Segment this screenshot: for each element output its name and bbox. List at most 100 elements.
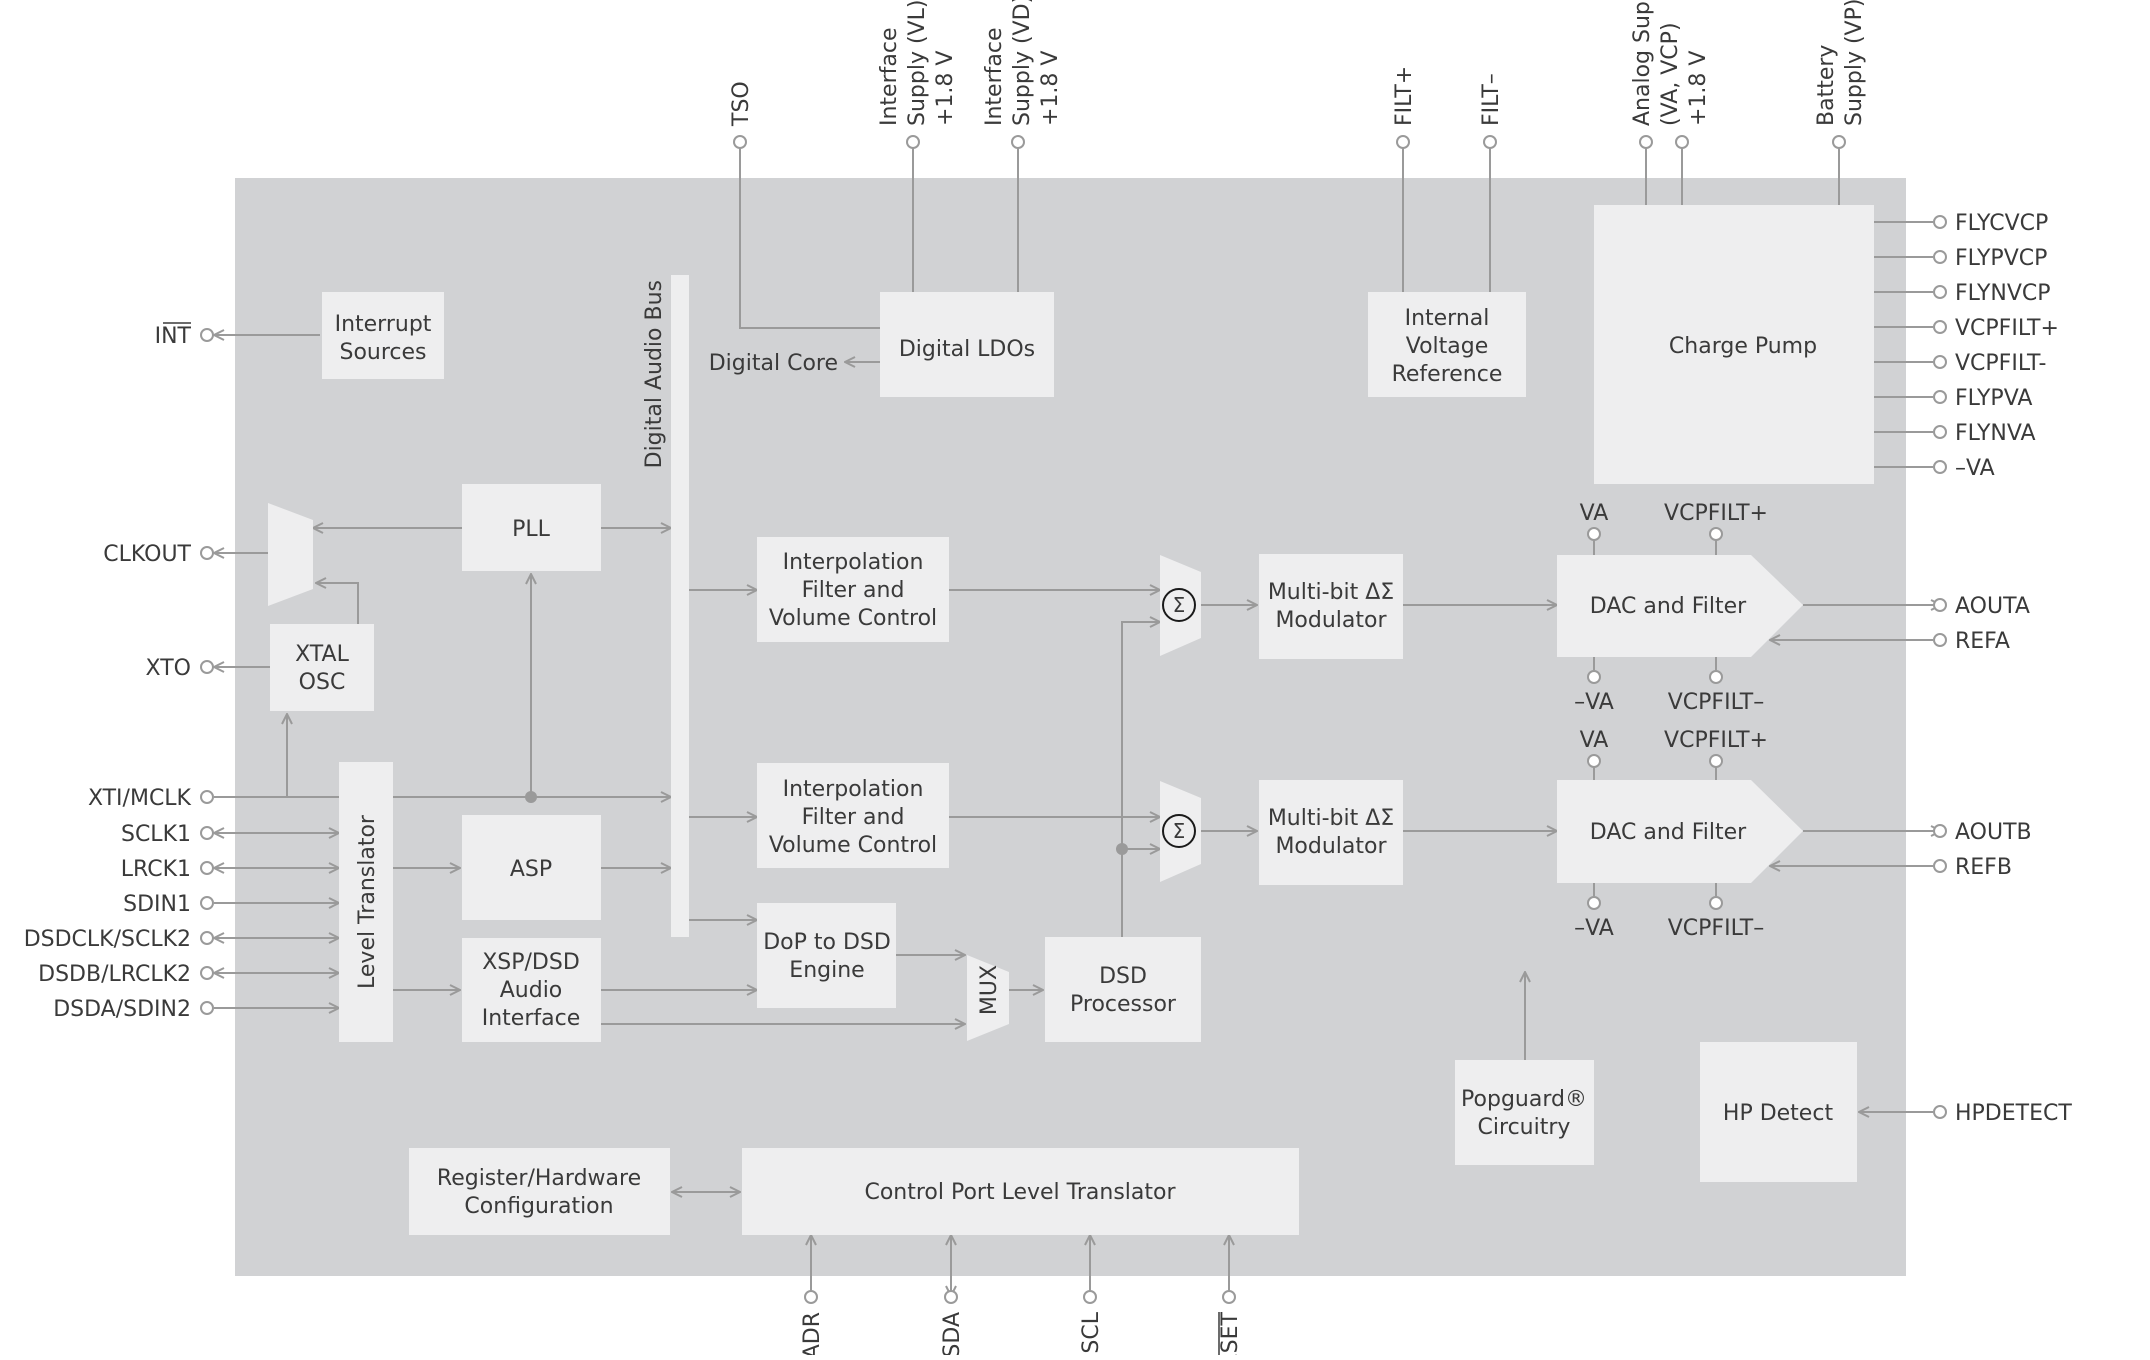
pin-adr xyxy=(804,1290,818,1304)
pin-sclk1 xyxy=(200,826,214,840)
pin-dsdclk-label: DSDCLK/SCLK2 xyxy=(24,927,191,952)
pin-analog-label-2: (VA, VCP) xyxy=(1658,22,1683,126)
interp-a-label-3: Volume Control xyxy=(769,606,937,631)
modulator-b-block xyxy=(1259,780,1403,885)
mod-b-label-1: Multi-bit ΔΣ xyxy=(1268,806,1394,831)
pin-vcpfilt-m-label: VCPFILT- xyxy=(1955,351,2046,376)
charge-pump-block xyxy=(1594,205,1874,484)
pin-int-label: INT xyxy=(155,324,192,349)
pin-vl-label-2: Supply (VL) xyxy=(905,0,930,126)
reg-hw-label-2: Configuration xyxy=(464,1194,613,1219)
pin-aoutb xyxy=(1933,824,1947,838)
digital-ldos-block xyxy=(880,292,1054,397)
wire-xtal-mux xyxy=(316,583,359,624)
summer-a-circle xyxy=(1162,588,1196,622)
pin-flypva xyxy=(1933,390,1947,404)
pin-refa xyxy=(1933,633,1947,647)
pin-flynvcp xyxy=(1933,285,1947,299)
interpolation-filter-b-block xyxy=(757,763,949,868)
pin-int xyxy=(200,328,214,342)
popguard-circuitry-block xyxy=(1455,1060,1594,1165)
register-hardware-configuration-block xyxy=(409,1148,670,1235)
pin-flycvcp-label: FLYCVCP xyxy=(1955,211,2048,236)
dac-a-vcpfilt-m-label: VCPFILT– xyxy=(1668,690,1765,715)
pin-sda-label: SDA xyxy=(940,1312,965,1355)
pin-clkout xyxy=(200,546,214,560)
pin-reset-label: RESET xyxy=(1218,1311,1243,1355)
pin-refa-label: REFA xyxy=(1955,629,2010,654)
pin-vcpfilt-p-label: VCPFILT+ xyxy=(1955,316,2059,341)
digital-core-label: Digital Core xyxy=(709,351,838,376)
pin-flynvcp-label: FLYNVCP xyxy=(1955,281,2051,306)
pin-vcpfilt-m xyxy=(1933,355,1947,369)
pin-refb-label: REFB xyxy=(1955,855,2012,880)
pin-hpdetect xyxy=(1933,1105,1947,1119)
junction-dsd xyxy=(1116,843,1128,855)
charge-pump-label: Charge Pump xyxy=(1669,334,1817,359)
pin-neg-va-label: –VA xyxy=(1955,456,1995,481)
pin-flycvcp xyxy=(1933,215,1947,229)
pin-dac-a-neg-va xyxy=(1587,670,1601,684)
mux-label: MUX xyxy=(977,965,1002,1015)
modulator-a-block xyxy=(1259,554,1403,659)
pin-dac-a-vcpfilt-p xyxy=(1709,527,1723,541)
pin-vd xyxy=(1011,135,1025,149)
pin-lrck1-label: LRCK1 xyxy=(121,857,191,882)
pin-vl xyxy=(906,135,920,149)
xtal-osc-label-2: OSC xyxy=(299,670,346,695)
pin-scl-label: SCL xyxy=(1079,1311,1104,1353)
dsd-processor-block xyxy=(1045,937,1201,1042)
summer-b-symbol: Σ xyxy=(1173,819,1186,843)
pin-reset xyxy=(1222,1290,1236,1304)
dsd-proc-label-2: Processor xyxy=(1070,992,1177,1017)
cplt-label: Control Port Level Translator xyxy=(864,1180,1176,1205)
pin-dac-b-vcpfilt-m xyxy=(1709,896,1723,910)
pin-adr-label: ADR xyxy=(800,1312,825,1355)
clkout-mux xyxy=(268,503,313,606)
pin-vd-label-3: +1.8 V xyxy=(1038,51,1063,126)
mod-b-label-2: Modulator xyxy=(1275,834,1387,859)
pin-analog-label-1: Analog Supply xyxy=(1630,0,1655,126)
dac-filter-b-block xyxy=(1557,780,1803,883)
pin-analog-label-3: +1.8 V xyxy=(1686,51,1711,126)
ivr-label-2: Voltage xyxy=(1406,334,1489,359)
interrupt-sources-label-2: Sources xyxy=(339,340,426,365)
dac-b-vcpfilt-m-label: VCPFILT– xyxy=(1668,916,1765,941)
dop-to-dsd-engine-block xyxy=(757,903,896,1008)
dac-filter-a-block xyxy=(1557,555,1803,657)
ivr-label-1: Internal xyxy=(1405,306,1490,331)
pin-flypvcp-label: FLYPVCP xyxy=(1955,246,2047,271)
interp-a-label-2: Filter and xyxy=(802,578,905,603)
pin-xti xyxy=(200,790,214,804)
pin-tso xyxy=(733,135,747,149)
pin-battery-label-2: Supply (VP) xyxy=(1842,0,1867,126)
pin-dsdb-label: DSDB/LRCLK2 xyxy=(38,962,191,987)
asp-label: ASP xyxy=(510,857,552,882)
level-translator-block xyxy=(339,762,393,1042)
interp-b-label-2: Filter and xyxy=(802,805,905,830)
pin-xto-label: XTO xyxy=(146,656,191,681)
dac-b-va-label: VA xyxy=(1580,728,1609,753)
pin-filt-p-label: FILT+ xyxy=(1392,66,1417,126)
pin-analog-2 xyxy=(1675,135,1689,149)
pin-analog-1 xyxy=(1639,135,1653,149)
pin-vd-label-1: Interface xyxy=(982,28,1007,127)
pin-neg-va xyxy=(1933,460,1947,474)
interrupt-sources-block xyxy=(322,292,444,379)
summer-b xyxy=(1160,781,1201,882)
dsd-proc-label-1: DSD xyxy=(1099,964,1147,989)
digital-audio-bus-label: Digital Audio Bus xyxy=(642,280,667,468)
pin-aouta xyxy=(1933,598,1947,612)
popguard-label-1: Popguard® xyxy=(1461,1087,1587,1112)
pin-dac-b-neg-va xyxy=(1587,896,1601,910)
wire-tso xyxy=(739,142,880,329)
pin-xti-label: XTI/MCLK xyxy=(88,786,192,811)
internal-voltage-reference-block xyxy=(1368,292,1526,397)
asp-block xyxy=(462,815,601,920)
digital-ldos-label: Digital LDOs xyxy=(899,337,1035,362)
pin-flypvcp xyxy=(1933,250,1947,264)
interp-b-label-3: Volume Control xyxy=(769,833,937,858)
pin-scl xyxy=(1083,1290,1097,1304)
dac-a-label: DAC and Filter xyxy=(1590,594,1747,619)
pin-battery-label-1: Battery xyxy=(1814,45,1839,126)
